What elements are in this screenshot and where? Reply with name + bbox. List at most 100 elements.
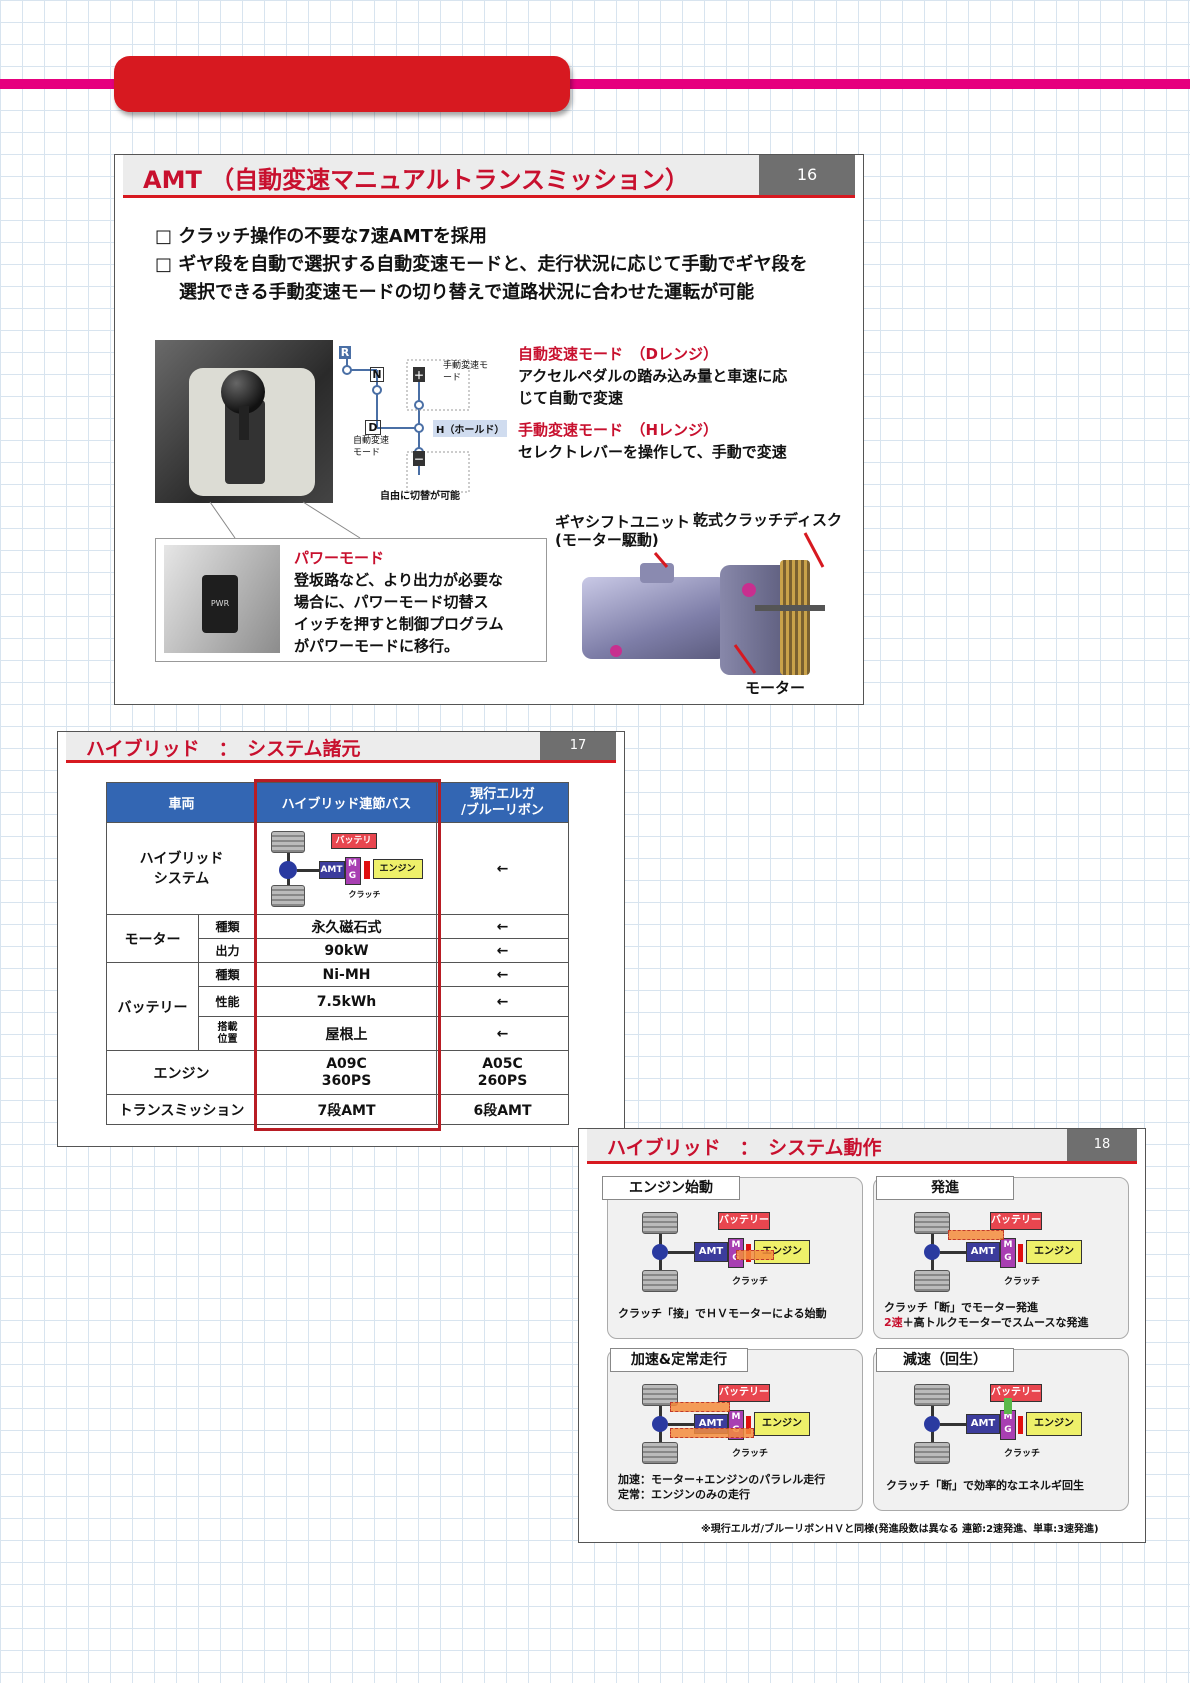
mg-box: M G xyxy=(1000,1238,1016,1268)
slide-17: ハイブリッド ： システム諸元 17 車両 ハイブリッド連節バス 現行エルガ /… xyxy=(57,731,625,1147)
energy-flow-arrow xyxy=(670,1402,730,1412)
amt-box: AMT xyxy=(318,860,345,879)
power-mode-title: パワーモード xyxy=(294,549,385,567)
op-panel-regeneration: 減速（回生） AMT M G バッテリー エンジン クラッチ クラッチ「断」で効… xyxy=(873,1348,1129,1511)
engine-box: エンジン xyxy=(372,858,423,879)
energy-flow-arrow xyxy=(670,1428,754,1438)
wheel-icon xyxy=(270,884,305,907)
table-row: ハイブリッド システム AMT M G バッテリー エンジン クラッチ ← xyxy=(106,822,569,915)
leader-arrows xyxy=(653,532,825,674)
cell-value: ← xyxy=(436,962,569,987)
row-sublabel: 性能 xyxy=(198,986,257,1017)
op-diagram: AMT M G バッテリー エンジン クラッチ xyxy=(914,1208,1104,1298)
dmode-text-1: アクセルペダルの踏み込み量と車速に応 xyxy=(518,367,788,385)
clutch-label: クラッチ xyxy=(348,889,381,899)
cell-value: 6段AMT xyxy=(436,1094,569,1125)
row-sublabel: 種類 xyxy=(198,914,257,939)
transmission-illustration xyxy=(570,555,840,685)
cell-value: ← xyxy=(436,822,569,915)
cell-value: 7.5kWh xyxy=(256,986,437,1017)
wheel-icon xyxy=(914,1442,950,1464)
table-header-row: 車両 ハイブリッド連節バス 現行エルガ /ブルーリボン xyxy=(106,782,569,823)
dmode-text-2: じて自動で変速 xyxy=(518,389,624,407)
amt-box: AMT xyxy=(694,1242,728,1262)
mg-box: M G xyxy=(344,856,361,885)
hybrid-diagram-cell: AMT M G バッテリー エンジン クラッチ xyxy=(256,822,437,915)
gearshift-unit-label: ギヤシフトユニット (モーター駆動) xyxy=(555,513,691,549)
battery-box: バッテリー xyxy=(990,1212,1042,1230)
table-row: 性能 7.5kWh ← xyxy=(107,986,569,1017)
pwr-photo: PWR xyxy=(164,545,280,653)
power-mode-text: 場合に、パワーモード切替ス xyxy=(294,593,489,611)
clutch-mark xyxy=(363,860,370,879)
amt-box: AMT xyxy=(966,1414,1000,1434)
engine-box: エンジン xyxy=(1026,1412,1082,1436)
axle xyxy=(668,1251,694,1254)
panel-title: 発進 xyxy=(876,1176,1014,1200)
checkbox-icon: □ xyxy=(155,226,179,247)
table-row: トランスミッション 7段AMT 6段AMT xyxy=(106,1094,569,1125)
table-row: バッテリー 種類 Ni-MH ← xyxy=(106,962,569,1051)
cell-value: A05C 260PS xyxy=(436,1050,569,1095)
clutch-mark xyxy=(1018,1416,1023,1434)
axle xyxy=(296,868,319,872)
power-mode-text: イッチを押すと制御プログラム xyxy=(294,615,504,633)
bullet-item-cont: 選択できる手動変速モードの切り替えで道路状況に合わせた運転が可能 xyxy=(179,282,755,303)
slide-header: ハイブリッド ： システム諸元 17 xyxy=(66,732,616,763)
auto-mode-label: 自動変速モード xyxy=(353,436,390,458)
hmode-title: 手動変速モード （Hレンジ） xyxy=(518,421,719,439)
header-hybrid-bus: ハイブリッド連節バス xyxy=(256,782,437,823)
mode-descriptions: 自動変速モード （Dレンジ） アクセルペダルの踏み込み量と車速に応 じて自動で変… xyxy=(518,343,787,463)
row-sublabel: 搭載 位置 xyxy=(198,1016,257,1051)
hmode-text: セレクトレバーを操作して、手動で変速 xyxy=(518,443,787,461)
clutch-mark xyxy=(1018,1244,1023,1262)
hub-icon xyxy=(652,1244,668,1260)
top-header-bar xyxy=(114,56,570,112)
slide-header: AMT （自動変速マニュアルトランスミッション） 16 xyxy=(123,155,855,198)
cell-value: ← xyxy=(436,914,569,939)
gear-r-label: R xyxy=(339,346,351,359)
engine-box: エンジン xyxy=(754,1412,810,1436)
wheel-icon xyxy=(642,1212,678,1234)
wheel-icon xyxy=(642,1270,678,1292)
footnote: ※現行エルガ/ブルーリボンＨＶと同様(発進段数は異なる 連節:2速発進、単車:3… xyxy=(701,1524,1099,1535)
header-current: 現行エルガ /ブルーリボン xyxy=(436,782,569,823)
table-row: モーター 種類 永久磁石式 ← xyxy=(106,914,569,963)
battery-box: バッテリー xyxy=(330,832,377,860)
panel-title: エンジン始動 xyxy=(602,1176,740,1200)
panel-caption: 加速：モーター+エンジンのパラレル走行 定常：エンジンのみの走行 xyxy=(618,1473,826,1501)
power-mode-text: がパワーモードに移行。 xyxy=(294,637,460,655)
row-label: エンジン xyxy=(106,1050,257,1095)
top-accent-line xyxy=(0,79,1190,89)
clutch-label: クラッチ xyxy=(1004,1277,1041,1287)
row-label: ハイブリッド システム xyxy=(106,822,257,915)
op-diagram: AMT M G バッテリー エンジン クラッチ xyxy=(914,1380,1104,1470)
bullet-item: □ クラッチ操作の不要な7速AMTを採用 xyxy=(155,226,487,247)
wheel-icon xyxy=(914,1212,950,1234)
shifter-lever xyxy=(239,406,249,440)
gear-n-label: N xyxy=(370,367,384,382)
bullet-item: □ ギヤ段を自動で選択する自動変速モードと、走行状況に応じて手動でギヤ段を xyxy=(155,254,808,275)
slide-16: AMT （自動変速マニュアルトランスミッション） 16 □ クラッチ操作の不要な… xyxy=(114,154,864,705)
power-mode-callout: PWR パワーモード 登坂路など、より出力が必要な 場合に、パワーモード切替ス … xyxy=(155,538,547,662)
wheel-icon xyxy=(914,1270,950,1292)
energy-flow-arrow xyxy=(948,1230,1004,1240)
op-panel-acceleration: 加速&定常走行 AMT M G バッテリー エンジン クラッチ 加速：モーター+… xyxy=(607,1348,863,1511)
dmode-title: 自動変速モード （Dレンジ） xyxy=(518,345,718,363)
hold-label: H（ホールド） xyxy=(433,420,508,437)
axle xyxy=(668,1423,694,1426)
spec-table: 車両 ハイブリッド連節バス 現行エルガ /ブルーリボン ハイブリッド システム … xyxy=(106,782,569,1125)
row-sublabel: 種類 xyxy=(198,962,257,987)
gear-d-label: D xyxy=(365,420,381,435)
wheel-icon xyxy=(642,1442,678,1464)
slide-header: ハイブリッド ： システム動作 18 xyxy=(587,1129,1137,1164)
clutch-label: クラッチ xyxy=(732,1277,769,1287)
hub-icon xyxy=(652,1416,668,1432)
cell-value: 屋根上 xyxy=(256,1016,437,1051)
cell-value: ← xyxy=(436,938,569,963)
slide-title: AMT （自動変速マニュアルトランスミッション） xyxy=(143,166,689,194)
free-switch-label: 自由に切替が可能 xyxy=(380,491,460,502)
shift-pattern-diagram xyxy=(342,358,470,493)
motor-label: モーター xyxy=(745,679,806,697)
header-vehicle: 車両 xyxy=(106,782,257,823)
